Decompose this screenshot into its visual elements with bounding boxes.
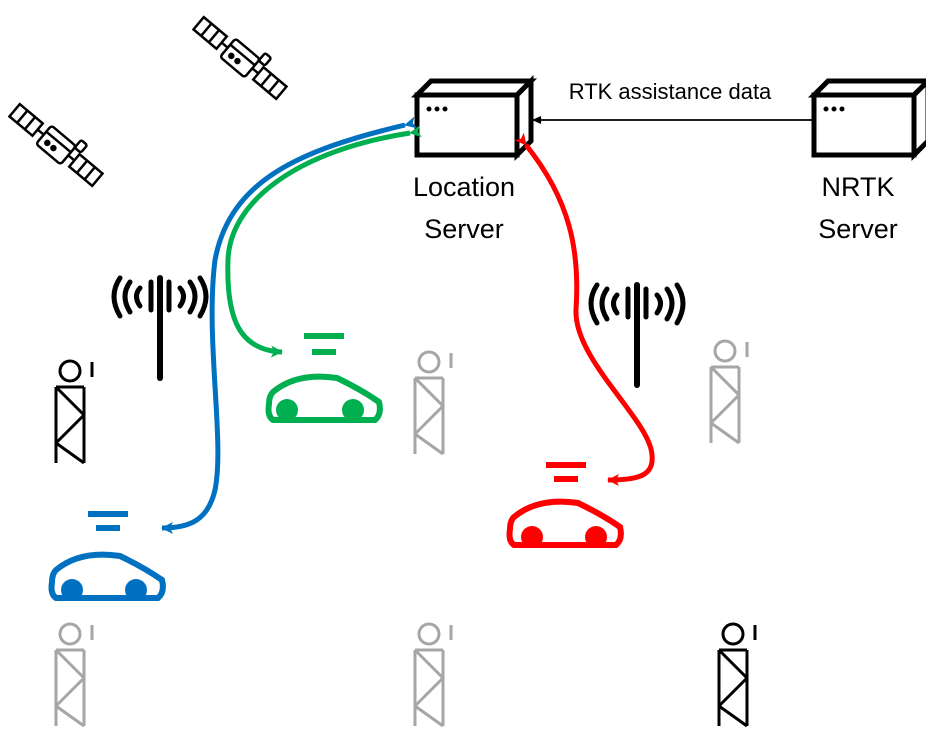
car-icon <box>48 511 166 601</box>
nrtk-server-label: NRTK Server <box>798 166 918 250</box>
reference-station-icon <box>413 622 453 728</box>
location-server-label-line2: Server <box>424 214 504 244</box>
car-icon <box>265 333 383 423</box>
reference-station-icon <box>54 359 94 465</box>
assistance-data-label: RTK assistance data <box>568 79 772 104</box>
location-server-label: Location Server <box>394 166 534 250</box>
cell-tower-icon <box>114 278 206 378</box>
nrtk-server-label-line1: NRTK <box>821 172 895 202</box>
cell-tower-icon <box>591 285 683 385</box>
satellite-icon <box>189 6 296 104</box>
red-link-arrow <box>514 132 655 486</box>
nrtk-server-icon <box>814 81 926 155</box>
reference-station-icon <box>413 350 453 456</box>
satellite-icon <box>5 93 112 191</box>
blue-link-arrow <box>161 116 418 534</box>
nrtk-server-label-line2: Server <box>818 214 898 244</box>
reference-station-icon <box>709 339 749 445</box>
reference-station-icon <box>54 622 94 728</box>
location-server-icon <box>417 81 531 155</box>
car-icon <box>506 462 624 548</box>
location-server-label-line1: Location <box>412 172 516 202</box>
green-link-arrow <box>225 125 422 358</box>
reference-station-icon <box>717 622 757 728</box>
